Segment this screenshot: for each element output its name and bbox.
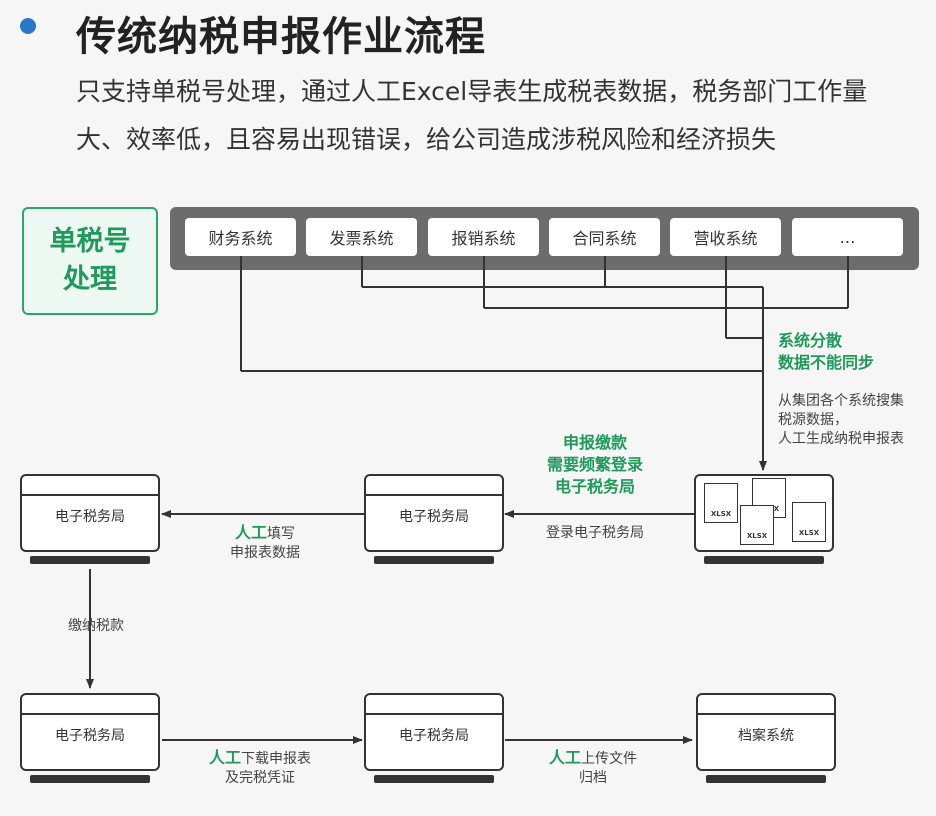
fill-strong: 人工: [234, 523, 267, 542]
collect-line-2: 税源数据，: [778, 412, 848, 428]
description: 只支持单税号处理，通过人工Excel导表生成税表数据，税务部门工作量 大、效率低…: [76, 68, 926, 164]
monitor-1-base: [30, 556, 150, 564]
xlsx-file-icon: XLSX: [792, 502, 826, 542]
upload-rest: 上传文件: [581, 751, 637, 767]
monitor-1-label: 电子税务局: [55, 509, 125, 525]
description-line-1: 只支持单税号处理，通过人工Excel导表生成税表数据，税务部门工作量: [76, 77, 868, 106]
scattered-line-2: 数据不能同步: [778, 353, 875, 372]
collect-note: 从集团各个系统搜集 税源数据， 人工生成纳税申报表: [778, 392, 904, 449]
xlsx-file-icon: XLSX: [704, 483, 738, 523]
system-expense: 报销系统: [428, 218, 539, 256]
scattered-note: 系统分散 数据不能同步: [778, 330, 874, 374]
monitor-3-base: [30, 775, 150, 783]
monitor-4-base: [374, 775, 494, 783]
freq-line-3: 电子税务局: [554, 477, 635, 496]
monitor-2-base: [374, 556, 494, 564]
single-tax-line-1: 单税号: [49, 226, 131, 257]
monitor-files-base: [704, 556, 824, 564]
freq-line-1: 申报缴款: [562, 433, 627, 452]
monitor-5-base: [706, 775, 826, 783]
download-line-2: 及完税凭证: [225, 770, 295, 786]
monitor-4-label: 电子税务局: [399, 728, 469, 744]
xlsx-file-icon: XLSX: [740, 505, 774, 545]
upload-label: 人工上传文件 归档: [528, 748, 658, 788]
system-finance: 财务系统: [185, 218, 296, 256]
page-title: 传统纳税申报作业流程: [76, 14, 486, 60]
login-label: 登录电子税务局: [546, 525, 644, 541]
fill-rest: 填写: [267, 526, 295, 542]
single-tax-line-2: 处理: [63, 264, 117, 295]
download-strong: 人工: [208, 748, 241, 767]
monitor-etax-4: 电子税务局: [364, 693, 504, 771]
frequent-login-note: 申报缴款 需要频繁登录 电子税务局: [530, 432, 660, 498]
collect-line-1: 从集团各个系统搜集: [778, 393, 904, 409]
monitor-3-label: 电子税务局: [55, 728, 125, 744]
monitor-etax-1: 电子税务局: [20, 474, 160, 552]
download-label: 人工下载申报表 及完税凭证: [195, 748, 325, 788]
system-invoice: 发票系统: [306, 218, 417, 256]
system-revenue: 营收系统: [670, 218, 781, 256]
fill-label: 人工填写 申报表数据: [200, 523, 330, 563]
monitor-2-label: 电子税务局: [399, 509, 469, 525]
single-tax-box: 单税号 处理: [22, 207, 158, 315]
pay-label: 缴纳税款: [68, 618, 124, 634]
upload-strong: 人工: [548, 748, 581, 767]
title-bullet-icon: [20, 18, 36, 34]
download-rest: 下载申报表: [241, 751, 311, 767]
description-line-2: 大、效率低，且容易出现错误，给公司造成涉税风险和经济损失: [76, 125, 777, 154]
monitor-etax-3: 电子税务局: [20, 693, 160, 771]
system-contract: 合同系统: [549, 218, 660, 256]
freq-line-2: 需要频繁登录: [546, 455, 643, 474]
system-more: …: [792, 218, 903, 256]
monitor-archive: 档案系统: [696, 693, 836, 771]
collect-line-3: 人工生成纳税申报表: [778, 431, 904, 447]
fill-line-2: 申报表数据: [230, 545, 300, 561]
scattered-line-1: 系统分散: [778, 331, 843, 350]
monitor-5-label: 档案系统: [738, 728, 794, 744]
upload-line-2: 归档: [579, 770, 607, 786]
monitor-etax-2: 电子税务局: [364, 474, 504, 552]
